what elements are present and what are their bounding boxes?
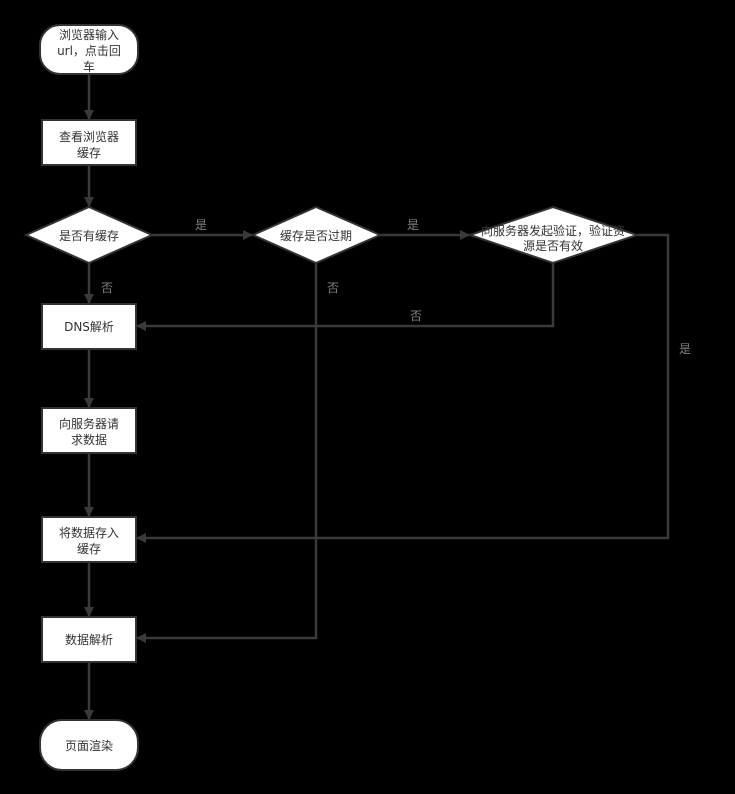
node-text: 源是否有效 <box>523 238 583 253</box>
node-text: url，点击回 <box>57 44 121 58</box>
node-text: 页面渲染 <box>65 738 113 753</box>
node-parse: 数据解析 <box>41 616 137 663</box>
node-text: DNS解析 <box>64 320 114 334</box>
node-text: 缓存是否过期 <box>280 229 352 243</box>
node-request: 向服务器请 求数据 <box>41 407 137 454</box>
node-store: 将数据存入 缓存 <box>41 516 137 563</box>
label-has-cache-yes: 是 <box>195 218 207 232</box>
node-text: 缓存 <box>77 146 101 160</box>
label-has-cache-no: 否 <box>101 281 113 295</box>
label-expired-no: 否 <box>327 281 339 295</box>
node-text: 查看浏览器 <box>59 129 119 144</box>
node-dns: DNS解析 <box>41 303 137 350</box>
node-text: 数据解析 <box>65 632 113 647</box>
edges <box>84 74 670 720</box>
node-text: 将数据存入 <box>59 525 119 540</box>
label-validate-yes: 是 <box>679 342 691 356</box>
node-text: 向服务器发起验证，验证资 <box>481 223 625 238</box>
node-has-cache: 是否有缓存 <box>23 205 155 265</box>
node-cache-expired: 缓存是否过期 <box>250 205 383 265</box>
edge-expired-no <box>136 263 318 643</box>
node-start: 浏览器输入 url，点击回 车 <box>39 24 139 75</box>
edge-validate-yes <box>136 233 670 543</box>
label-expired-yes: 是 <box>407 218 419 232</box>
node-text: 是否有缓存 <box>59 229 119 243</box>
node-text: 求数据 <box>71 432 107 447</box>
node-render: 页面渲染 <box>39 719 139 771</box>
node-text: 车 <box>83 59 95 74</box>
node-check-cache: 查看浏览器 缓存 <box>41 119 137 166</box>
label-validate-no: 否 <box>410 309 422 323</box>
node-text: 向服务器请 <box>59 416 119 431</box>
node-text: 缓存 <box>77 542 101 556</box>
edge-validate-no <box>136 263 555 331</box>
node-validate: 向服务器发起验证，验证资 源是否有效 <box>466 205 641 265</box>
node-text: 浏览器输入 <box>59 27 119 42</box>
